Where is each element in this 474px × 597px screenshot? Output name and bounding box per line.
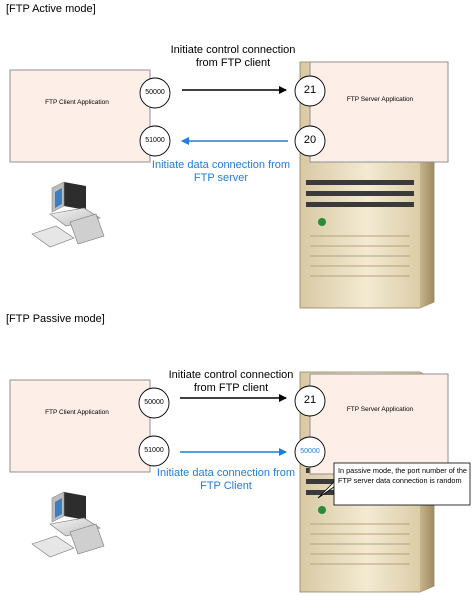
passive-control-label: Initiate control connection from FTP cli…: [146, 369, 316, 395]
passive-data-line-2: FTP Client: [200, 480, 252, 493]
passive-server-app-label: FTP Server Application: [346, 406, 414, 413]
passive-note-callout: [317, 462, 471, 506]
active-server-port-data-circle: [294, 125, 326, 157]
passive-client-app-label: FTP Client Application: [45, 409, 109, 416]
passive-client-port-control-circle: [138, 387, 170, 419]
active-client-app-box: [9, 69, 151, 163]
passive-pc-icon: [31, 491, 105, 558]
active-server-app-label: FTP Server Application: [346, 96, 414, 103]
active-pc-icon: [31, 181, 105, 248]
active-data-line-1: Initiate data connection from: [151, 159, 291, 171]
passive-client-app-box: [9, 379, 151, 473]
passive-client-port-data-circle: [138, 435, 170, 467]
active-client-port-data-circle: [139, 125, 171, 157]
active-server-port-control: 21: [303, 84, 317, 96]
active-data-line-2: FTP server: [193, 172, 249, 185]
active-server-port-data: 20: [303, 134, 317, 146]
active-client-port-data: 51000: [145, 137, 165, 144]
passive-client-port-data: 51000: [144, 447, 164, 454]
passive-data-label: Initiate data connection from FTP Client: [146, 467, 306, 493]
active-mode-heading: [FTP Active mode]: [6, 3, 96, 15]
passive-server-port-control: 21: [303, 394, 317, 406]
passive-server-port-data-circle: [294, 436, 326, 468]
active-control-line-1: Initiate control connection: [170, 44, 296, 56]
active-server-app-box: [309, 61, 449, 163]
active-control-line-2: from FTP client: [195, 57, 271, 70]
passive-client-port-control: 50000: [144, 399, 164, 406]
active-client-port-control-circle: [139, 77, 171, 109]
passive-server-port-control-circle: [294, 385, 326, 417]
active-server-port-control-circle: [294, 75, 326, 107]
passive-server-port-data: 50000: [300, 448, 320, 455]
active-data-label: Initiate data connection from FTP server: [146, 159, 296, 185]
active-control-label: Initiate control connection from FTP cli…: [148, 44, 318, 70]
passive-control-line-1: Initiate control connection: [168, 369, 294, 381]
passive-data-line-1: Initiate data connection from: [156, 467, 296, 479]
passive-server-app-box: [309, 373, 449, 475]
active-client-port-control: 50000: [145, 89, 165, 96]
passive-port-note: In passive mode, the port number of the …: [338, 466, 467, 485]
passive-control-line-2: from FTP client: [193, 382, 269, 395]
active-client-app-label: FTP Client Application: [45, 99, 109, 106]
passive-mode-heading: [FTP Passive mode]: [6, 313, 105, 325]
